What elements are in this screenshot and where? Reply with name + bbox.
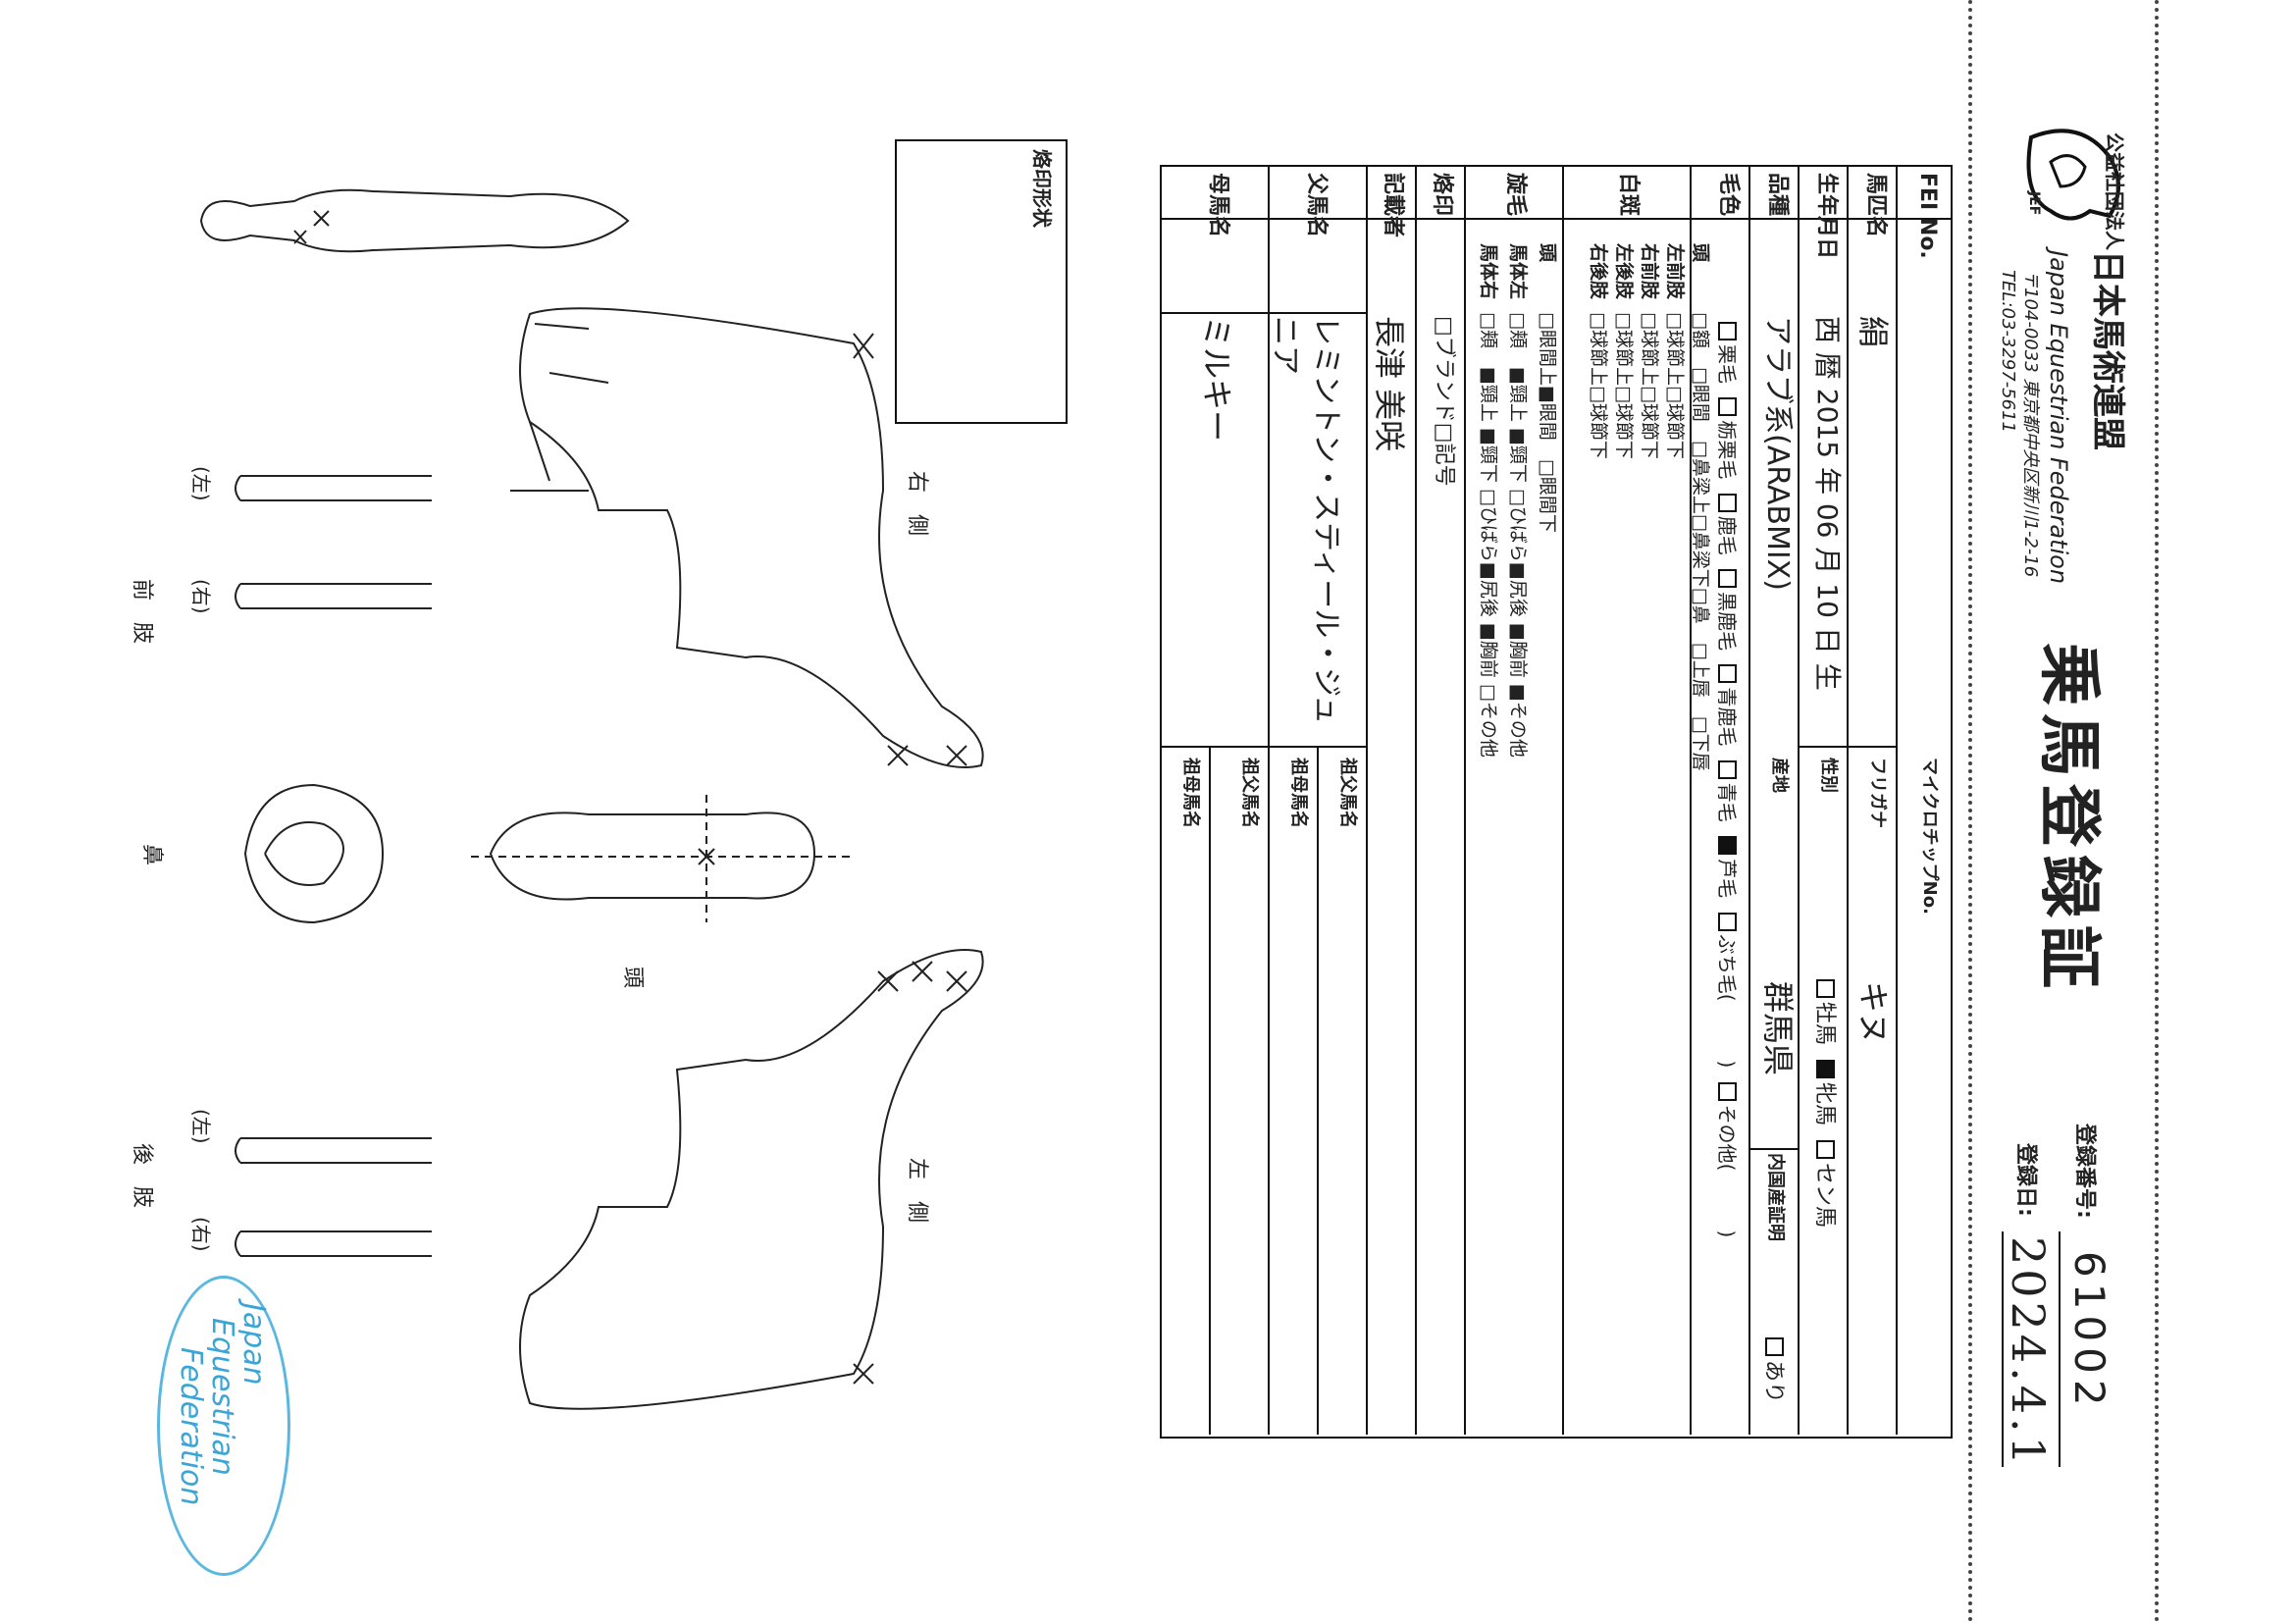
cert-option[interactable]: あり (1761, 1330, 1786, 1403)
sire-label: 父馬名 (1304, 173, 1329, 238)
sire-sire-label: 祖父馬名 (1337, 758, 1358, 828)
whorl-row-head: 頭□眼間上■眼間 □眼間下 (1537, 243, 1558, 533)
hind-right-label: (右) (189, 1217, 213, 1252)
registration-table (1160, 165, 1953, 1439)
coat-pinto[interactable]: ぶち毛( ) (1715, 905, 1739, 1068)
coat-bay[interactable]: 鹿毛 (1715, 486, 1739, 555)
coat-dark-bay[interactable]: 黒鹿毛 (1715, 561, 1739, 651)
coat-liver-chestnut[interactable]: 栃栗毛 (1715, 390, 1739, 479)
recorder-label: 記載者 (1381, 173, 1405, 238)
cert-checkbox[interactable] (1765, 1337, 1784, 1356)
horse-logo-icon (2026, 129, 2120, 221)
horse-markings-diagram (199, 188, 984, 1410)
microchip-label: マイクロチップNo. (1919, 758, 1940, 915)
horse-right-side (510, 307, 984, 768)
whorl-label: 旋毛 (1503, 173, 1528, 217)
perforation-left (1968, 0, 1972, 1623)
sex-label: 性別 (1818, 758, 1839, 793)
hind-left-label: (左) (189, 1109, 213, 1144)
fei-label: FEI No. (1915, 173, 1940, 259)
nose-label: 鼻 (139, 844, 164, 866)
white-row-right-hind: 右後肢□球節上□球節下 (1588, 243, 1609, 459)
brand-shape-box (895, 139, 1068, 424)
white-label: 白斑 (1616, 173, 1641, 217)
white-row-left-fore: 左前肢□球節上□球節下 (1664, 243, 1686, 459)
coat-black[interactable]: 青毛 (1715, 753, 1739, 822)
dam-label: 母馬名 (1206, 173, 1230, 238)
perforation-right (2155, 0, 2159, 1623)
white-row-left-hind: 左後肢□球節上□球節下 (1613, 243, 1635, 459)
recorder-value: 長津 美咲 (1371, 316, 1408, 452)
horse-left-side (519, 949, 984, 1410)
coat-label: 毛色 (1716, 173, 1741, 217)
stamp-line1: Japan (236, 1303, 271, 1386)
sex-male-checkbox[interactable] (1816, 979, 1835, 998)
horse-name-label: 馬匹名 (1863, 173, 1888, 238)
breed-value: アラブ系(ARABMIX) (1760, 316, 1795, 591)
reg-date: 2024.4.1 (2002, 1236, 2055, 1469)
sex-gelding-checkbox[interactable] (1816, 1140, 1835, 1160)
logo-text: JEF (2026, 191, 2042, 216)
cert-label: 内国産証明 (1765, 1153, 1786, 1241)
head-front-view (471, 795, 854, 922)
org-address: 〒104-0033 東京都中央区新川1-2-16 (2020, 270, 2041, 578)
sex-female-checkbox[interactable] (1816, 1060, 1835, 1079)
nose-view (243, 783, 385, 924)
org-english: Japan Equestrian Federation (2045, 250, 2072, 585)
fore-right-label: (右) (189, 579, 213, 614)
reg-date-label: 登録日: (2013, 1143, 2038, 1217)
sex-option-gelding[interactable]: セン馬 (1812, 1132, 1837, 1228)
hind-legs (235, 1137, 432, 1257)
sex-options: 牡馬 牝馬 セン馬 (1812, 971, 1837, 1228)
coat-chestnut[interactable]: 栗毛 (1715, 314, 1739, 384)
left-side-label: 左 側 (905, 1158, 929, 1224)
horse-name: 絹 (1854, 316, 1892, 348)
stamp-line2: Equestrian (205, 1318, 239, 1476)
origin-value: 群馬県 (1759, 981, 1797, 1076)
reg-date-underline (2002, 1231, 2004, 1467)
org-prefix: 公益社団法人 (2103, 132, 2126, 250)
dam-dam-label: 祖母馬名 (1180, 758, 1201, 828)
dam-value: ミルキー (1198, 316, 1235, 443)
body-top-view (199, 188, 630, 253)
hind-legs-label: 後 肢 (130, 1143, 154, 1209)
reg-no-underline (2059, 1231, 2061, 1467)
birth-value: 西 暦 2015 年 06 月 10 日 生 (1811, 316, 1844, 691)
sire-value: レミントン・スティール・ジュニア (1268, 316, 1343, 725)
brand-shape-label: 烙印形状 (1030, 149, 1054, 228)
fore-left-label: (左) (189, 466, 213, 501)
coat-brown[interactable]: 青鹿毛 (1715, 656, 1739, 746)
sex-option-male[interactable]: 牡馬 (1812, 971, 1837, 1045)
right-side-label: 右 側 (905, 471, 929, 537)
breed-label: 品種 (1765, 173, 1790, 217)
org-logo: JEF (2011, 118, 2129, 236)
sex-option-female[interactable]: 牝馬 (1812, 1052, 1837, 1126)
official-stamp: Japan Equestrian Federation (157, 1276, 290, 1576)
col-label-divider (1160, 218, 1951, 220)
head-label: 頭 (620, 967, 645, 989)
furigana: キヌ (1854, 981, 1892, 1045)
brand-label: 烙印 (1430, 173, 1454, 217)
dam-sire-label: 祖父馬名 (1239, 758, 1260, 828)
birth-label: 生年月日 (1814, 173, 1839, 260)
org-tel: TEL:03-3297-5611 (1998, 270, 2018, 433)
org-name: 日本馬術連盟 (2088, 250, 2127, 450)
white-row-head: 頭□額 □眼間 □鼻梁上□鼻梁下□鼻 □上唇 □下唇 (1690, 243, 1711, 771)
coat-options: 栗毛 栃栗毛 鹿毛 黒鹿毛 青鹿毛 青毛 芦毛 ぶち毛( ) その他( ) (1715, 314, 1739, 1237)
furigana-label: フリガナ (1867, 758, 1888, 828)
document-title: 乗馬登録証 (2032, 643, 2105, 996)
white-row-right-fore: 右前肢□球節上□球節下 (1639, 243, 1660, 459)
brand-items: □ブランド□記号 (1432, 316, 1456, 487)
coat-other[interactable]: その他( ) (1715, 1074, 1739, 1237)
reg-no: 61002 (2065, 1251, 2113, 1412)
stamp-line3: Federation (174, 1347, 208, 1506)
coat-grey[interactable]: 芦毛 (1715, 828, 1739, 898)
sire-dam-label: 祖母馬名 (1288, 758, 1309, 828)
origin-label: 産地 (1769, 758, 1790, 793)
fore-legs (235, 475, 432, 609)
fore-legs-label: 前 肢 (130, 579, 154, 645)
reg-no-label: 登録番号: (2072, 1124, 2097, 1219)
whorl-row-body-right: 馬体右□頬 ■頸上 ■頸下 □ひばら■尻後 ■胸前 □その他 (1478, 243, 1499, 758)
whorl-row-body-left: 馬体左□頬 ■頸上 ■頸下 □ひばら■尻後 ■胸前 ■その他 (1507, 243, 1529, 758)
